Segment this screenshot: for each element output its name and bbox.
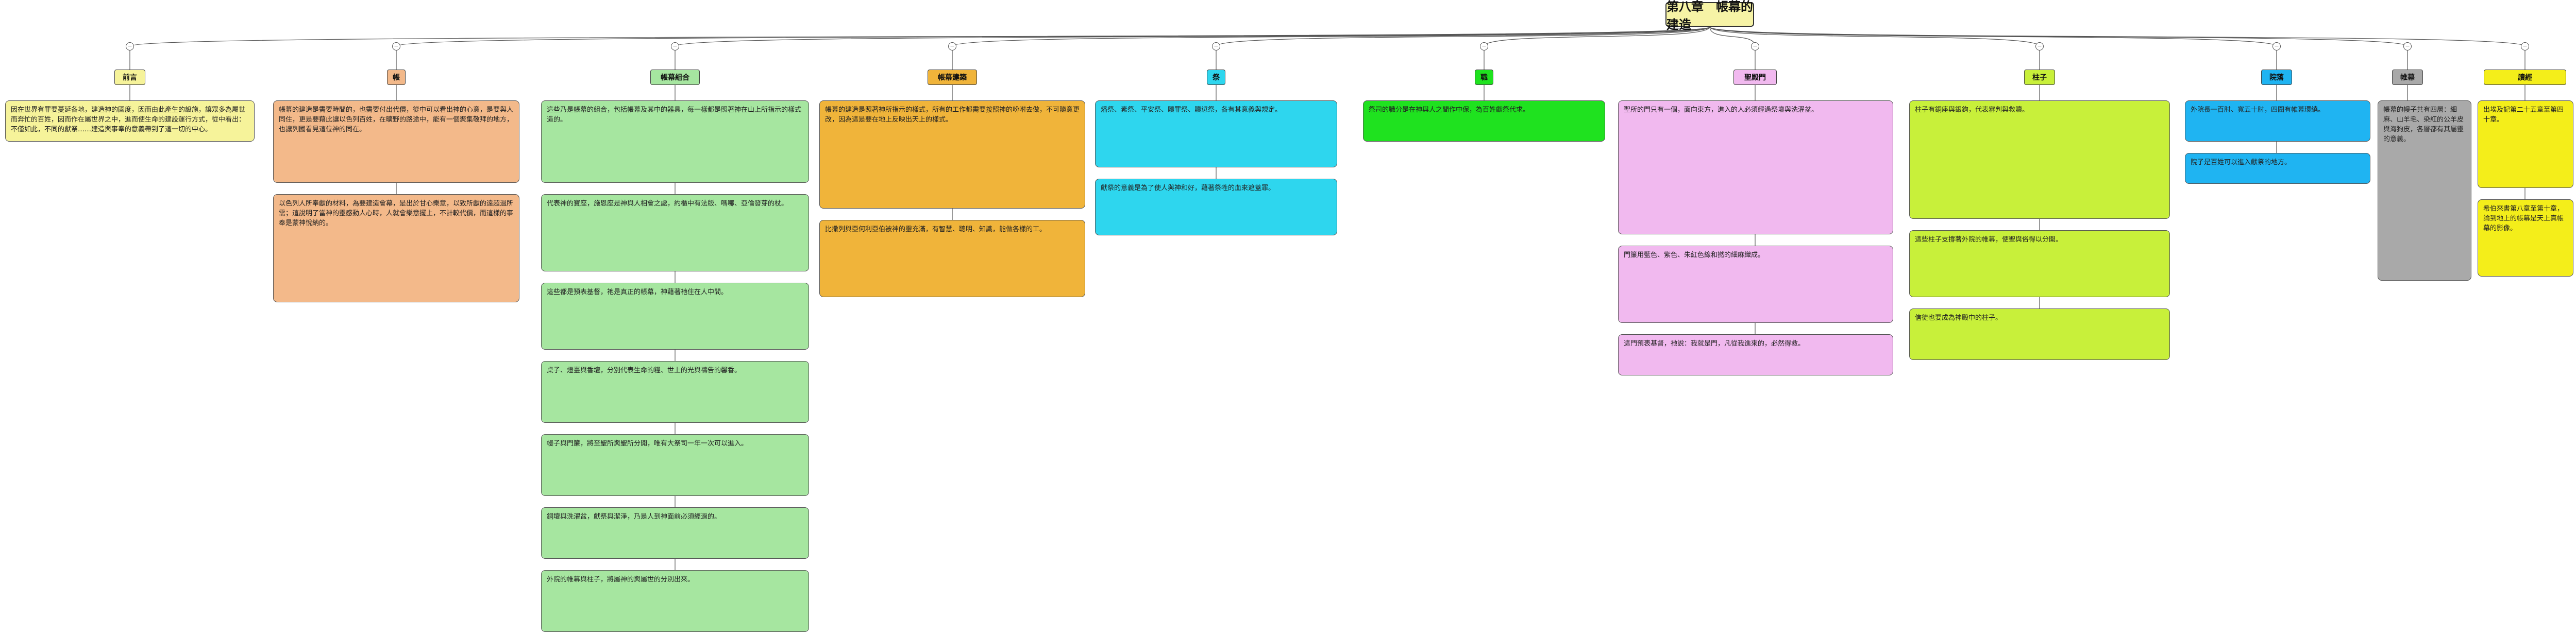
branch-label: 前言 [123, 74, 137, 82]
collapse-toggle-b1[interactable]: − [126, 42, 134, 50]
note-card-b3-2[interactable]: 這些都是預表基督，祂是真正的帳幕，神藉著祂住在人中間。 [541, 283, 809, 350]
note-card-b3-5[interactable]: 銅壇與洗濯盆，獻祭與潔淨，乃是人到神面前必須經過的。 [541, 507, 809, 559]
collapse-toggle-b11[interactable]: − [2521, 42, 2529, 50]
note-card-b1-0[interactable]: 因在世界有罪要蔓延各地，建造神的國度，因而由此產生的設施，讓眾多為屬世而奔忙的百… [5, 100, 255, 142]
root-link-b7 [1709, 26, 1756, 47]
note-card-b3-4[interactable]: 幔子與門簾，將至聖所與聖所分開，唯有大祭司一年一次可以進入。 [541, 434, 809, 496]
branch-header-b7[interactable]: 聖殿門 [1733, 70, 1777, 85]
branch-header-b10[interactable]: 帷幕 [2392, 70, 2423, 85]
note-card-b9-1[interactable]: 院子是百姓可以進入獻祭的地方。 [2185, 153, 2370, 184]
note-card-b9-0[interactable]: 外院長一百肘、寬五十肘，四圍有帷幕環繞。 [2185, 100, 2370, 142]
note-card-b8-1[interactable]: 這些柱子支撐著外院的帷幕，使聖與俗得以分開。 [1909, 230, 2170, 297]
branch-header-b5[interactable]: 祭 [1207, 70, 1225, 85]
branch-header-b6[interactable]: 職 [1475, 70, 1493, 85]
branch-label: 職 [1480, 74, 1488, 82]
branch-header-b1[interactable]: 前言 [114, 70, 145, 85]
branch-label: 帳 [393, 74, 400, 82]
branch-label: 帳幕建築 [938, 74, 967, 82]
root-link-b3 [675, 26, 1710, 47]
collapse-toggle-b9[interactable]: − [2272, 42, 2281, 50]
collapse-toggle-b5[interactable]: − [1212, 42, 1220, 50]
collapse-toggle-b7[interactable]: − [1751, 42, 1759, 50]
branch-header-b2[interactable]: 帳 [387, 70, 406, 85]
note-card-b8-2[interactable]: 信徒也要成為神殿中的柱子。 [1909, 308, 2170, 360]
collapse-toggle-b10[interactable]: − [2403, 42, 2412, 50]
note-card-b5-1[interactable]: 獻祭的意義是為了使人與神和好，藉著祭牲的血來遮蓋罪。 [1095, 179, 1337, 235]
note-card-b3-1[interactable]: 代表神的寶座，施恩座是神與人相會之處，約櫃中有法版、嗎哪、亞倫發芽的杖。 [541, 194, 809, 271]
note-card-b7-1[interactable]: 門簾用藍色、紫色、朱紅色線和撚的細麻織成。 [1618, 246, 1893, 323]
note-card-b11-1[interactable]: 希伯來書第八章至第十章，論到地上的帳幕是天上真帳幕的影像。 [2478, 199, 2573, 277]
note-card-b2-0[interactable]: 帳幕的建造是需要時間的，也需要付出代價，從中可以看出神的心意，是要與人同住，更是… [273, 100, 519, 183]
branch-header-b3[interactable]: 帳幕組合 [650, 70, 700, 85]
root-link-b10 [1709, 26, 2408, 47]
root-link-b5 [1216, 26, 1710, 47]
note-card-b10-0[interactable]: 帳幕的幔子共有四層：細麻、山羊毛、染紅的公羊皮與海狗皮，各層都有其屬靈的意義。 [2378, 100, 2471, 281]
branch-header-b8[interactable]: 柱子 [2024, 70, 2055, 85]
branch-header-b9[interactable]: 院落 [2261, 70, 2292, 85]
root-node[interactable]: 第八章 帳幕的建造 [1665, 0, 1754, 32]
root-link-b6 [1484, 26, 1710, 47]
note-card-b4-1[interactable]: 比撒列與亞何利亞伯被神的靈充滿，有智慧、聰明、知識，能做各樣的工。 [819, 220, 1085, 297]
note-card-b3-3[interactable]: 桌子、燈臺與香壇，分別代表生命的糧、世上的光與禱告的馨香。 [541, 361, 809, 423]
root-link-b9 [1709, 26, 2277, 47]
branch-header-b11[interactable]: 讀經 [2484, 70, 2566, 85]
root-link-b1 [129, 26, 1710, 47]
note-card-b2-1[interactable]: 以色列人所奉獻的材料，為要建造會幕，是出於甘心樂意，以致所獻的遠超過所需；這說明… [273, 194, 519, 302]
note-card-b3-6[interactable]: 外院的帷幕與柱子，將屬神的與屬世的分別出來。 [541, 570, 809, 632]
branch-label: 柱子 [2032, 74, 2047, 82]
collapse-toggle-b8[interactable]: − [2035, 42, 2044, 50]
branch-label: 帳幕組合 [661, 74, 689, 82]
note-card-b3-0[interactable]: 這些乃是帳幕的組合，包括帳幕及其中的器具，每一樣都是照著神在山上所指示的樣式造的… [541, 100, 809, 183]
branch-label: 帷幕 [2400, 74, 2415, 82]
root-link-b8 [1709, 26, 2040, 47]
branch-label: 院落 [2269, 74, 2284, 82]
note-card-b8-0[interactable]: 柱子有銅座與銀鉤，代表審判與救贖。 [1909, 100, 2170, 219]
note-card-b6-0[interactable]: 祭司的職分是在神與人之間作中保，為百姓獻祭代求。 [1363, 100, 1605, 142]
note-card-b5-0[interactable]: 燔祭、素祭、平安祭、贖罪祭、贖愆祭，各有其意義與規定。 [1095, 100, 1337, 167]
collapse-toggle-b6[interactable]: − [1480, 42, 1488, 50]
note-card-b7-0[interactable]: 聖所的門只有一個，面向東方，進入的人必須經過祭壇與洗濯盆。 [1618, 100, 1893, 234]
root-link-b2 [396, 26, 1710, 47]
root-link-b11 [1709, 26, 2526, 47]
branch-label: 聖殿門 [1744, 74, 1766, 82]
branch-label: 讀經 [2518, 74, 2532, 82]
root-title: 第八章 帳幕的建造 [1666, 0, 1753, 32]
note-card-b7-2[interactable]: 這門預表基督，祂說：我就是門，凡從我進來的，必然得救。 [1618, 334, 1893, 375]
collapse-toggle-b4[interactable]: − [948, 42, 956, 50]
collapse-toggle-b3[interactable]: − [671, 42, 679, 50]
note-card-b11-0[interactable]: 出埃及記第二十五章至第四十章。 [2478, 100, 2573, 188]
note-card-b4-0[interactable]: 帳幕的建造是照著神所指示的樣式，所有的工作都需要按照神的吩咐去做，不可隨意更改，… [819, 100, 1085, 209]
branch-header-b4[interactable]: 帳幕建築 [928, 70, 977, 85]
branch-label: 祭 [1213, 74, 1220, 82]
root-link-b4 [952, 26, 1710, 47]
collapse-toggle-b2[interactable]: − [392, 42, 400, 50]
